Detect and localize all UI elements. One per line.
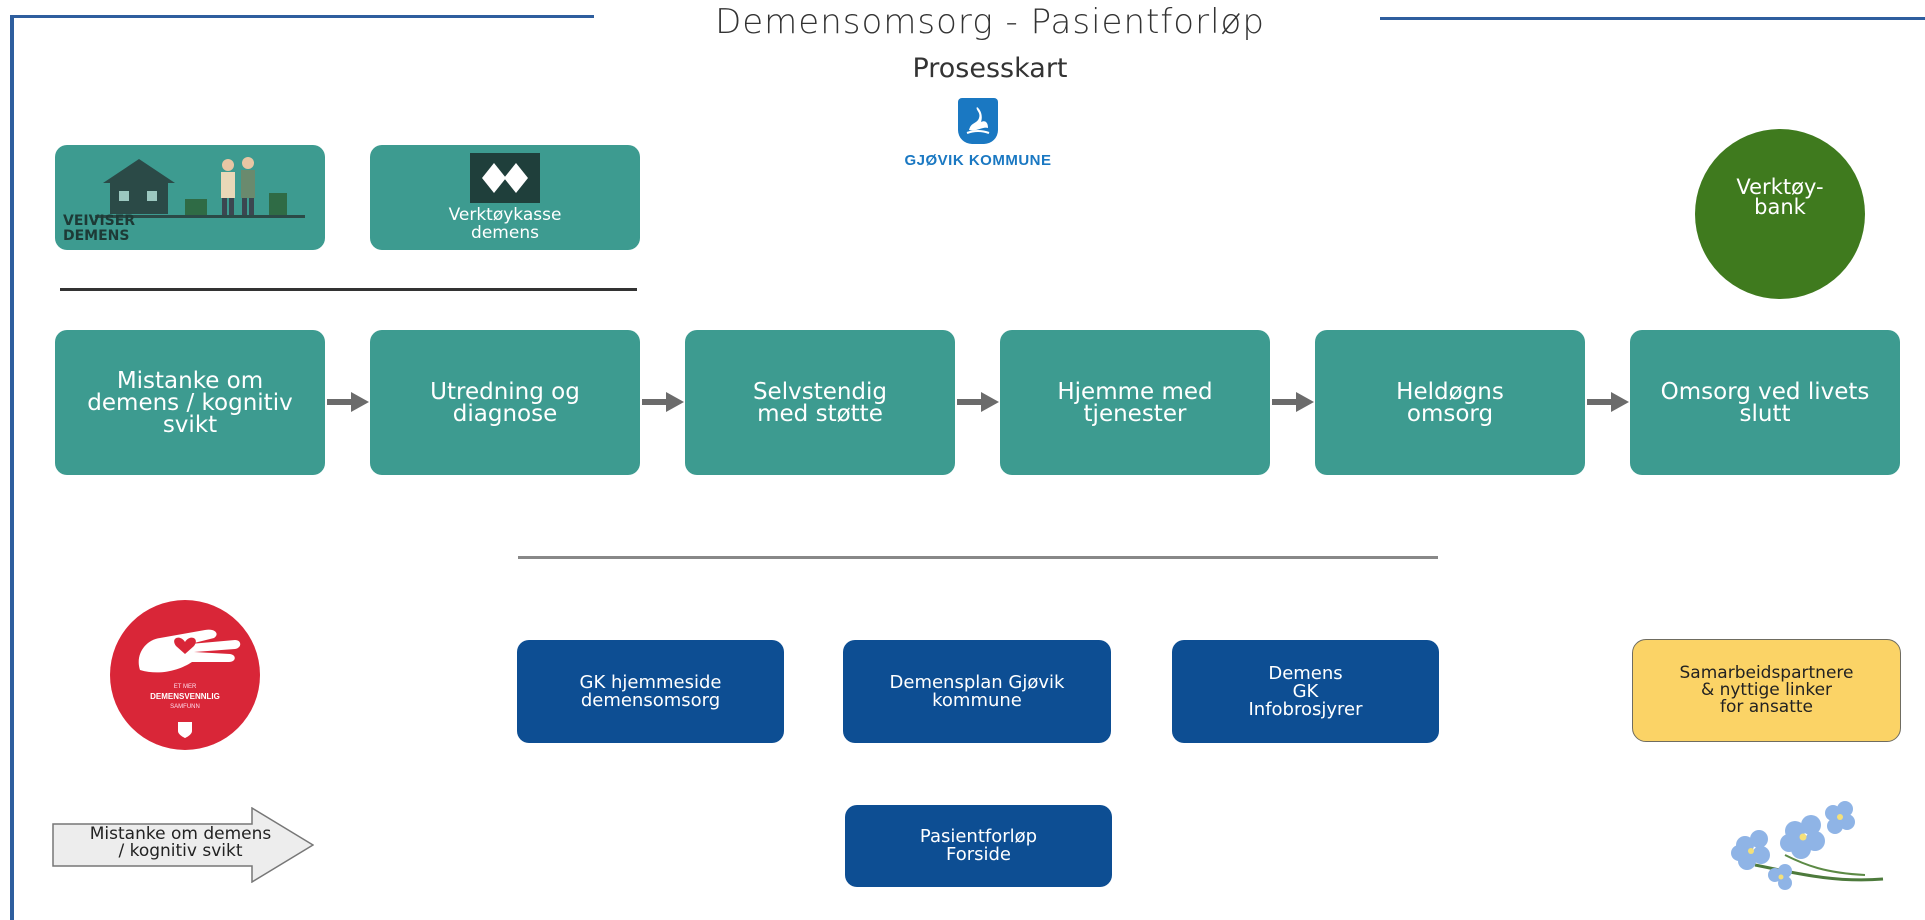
demensplan-button[interactable]: Demensplan Gjøvik kommune — [843, 640, 1111, 743]
step-heldogns[interactable]: Heldøgns omsorg — [1315, 330, 1585, 475]
pasientforlop-forside-button[interactable]: Pasientforløp Forside — [845, 805, 1112, 887]
step-heldogns-label: Heldøgns omsorg — [1396, 378, 1504, 427]
veiviser-demens-tile[interactable]: VEIVISER DEMENS — [55, 145, 325, 250]
step-utredning[interactable]: Utredning og diagnose — [370, 330, 640, 475]
samarbeidspartnere-button[interactable]: Samarbeidspartnere & nyttige linker for … — [1632, 639, 1901, 742]
legend-arrow-label: Mistanke om demens / kognitiv svikt — [89, 824, 272, 861]
step-mistanke[interactable]: Mistanke om demens / kognitiv svikt — [55, 330, 325, 475]
frame-left-border — [10, 15, 14, 920]
frame-top-left-border — [10, 15, 594, 18]
diamond-logo-icon — [470, 153, 540, 203]
badge-sub-text: SAMFUNN — [170, 704, 200, 710]
veiviser-demens-label: VEIVISER DEMENS — [63, 213, 136, 244]
arrow-right-icon — [1272, 392, 1314, 412]
legend-arrow-icon[interactable] — [52, 807, 314, 883]
step-hjemme[interactable]: Hjemme med tjenester — [1000, 330, 1270, 475]
infobrosjyrer-label: Demens GK Infobrosjyrer — [1248, 662, 1363, 720]
badge-main-text: DEMENSVENNLIG — [150, 692, 220, 701]
step-selvstendig[interactable]: Selvstendig med støtte — [685, 330, 955, 475]
gjovik-kommune-logo-text: GJØVIK KOMMUNE — [904, 152, 1052, 169]
frame-top-right-border — [1380, 17, 1925, 20]
verktoykasse-label: Verktøykasse demens — [448, 204, 562, 243]
badge-top-text: ET MER — [173, 684, 197, 690]
gk-hjemmeside-label: GK hjemmeside demensomsorg — [579, 671, 722, 711]
verktoybank-button[interactable]: Verktøy- bank — [1695, 129, 1865, 299]
arrow-right-icon — [327, 392, 369, 412]
step-mistanke-label: Mistanke om demens / kognitiv svikt — [87, 367, 293, 438]
gk-hjemmeside-button[interactable]: GK hjemmeside demensomsorg — [517, 640, 784, 743]
step-utredning-label: Utredning og diagnose — [430, 378, 580, 427]
pasientforlop-forside-label: Pasientforløp Forside — [919, 826, 1038, 865]
hand-heart-icon — [138, 629, 241, 673]
divider-top — [60, 288, 637, 291]
verktoykasse-demens-tile[interactable]: Verktøykasse demens — [370, 145, 640, 250]
page-title: Demensomsorg - Pasientforløp — [715, 2, 1265, 42]
veiviser-illustration-icon — [95, 157, 305, 218]
infobrosjyrer-button[interactable]: Demens GK Infobrosjyrer — [1172, 640, 1439, 743]
step-livets-slutt[interactable]: Omsorg ved livets slutt — [1630, 330, 1900, 475]
divider-bottom — [518, 556, 1438, 559]
arrow-right-icon — [957, 392, 999, 412]
step-livets-slutt-label: Omsorg ved livets slutt — [1660, 378, 1870, 427]
demensvennlig-badge[interactable]: ET MER DEMENSVENNLIG SAMFUNN — [110, 600, 260, 750]
samarbeidspartnere-label: Samarbeidspartnere & nyttige linker for … — [1679, 663, 1854, 717]
verktoybank-label: Verktøy- bank — [1736, 175, 1824, 219]
badge-emblem-icon — [178, 722, 192, 738]
forget-me-not-flowers-icon — [1731, 801, 1884, 890]
demensplan-label: Demensplan Gjøvik kommune — [889, 671, 1065, 711]
step-selvstendig-label: Selvstendig med støtte — [752, 378, 888, 427]
page-subtitle: Prosesskart — [912, 53, 1068, 84]
step-hjemme-label: Hjemme med tjenester — [1057, 378, 1213, 427]
arrow-right-icon — [1587, 392, 1629, 412]
arrow-right-icon — [642, 392, 684, 412]
gjovik-swan-logo-icon — [958, 98, 998, 144]
